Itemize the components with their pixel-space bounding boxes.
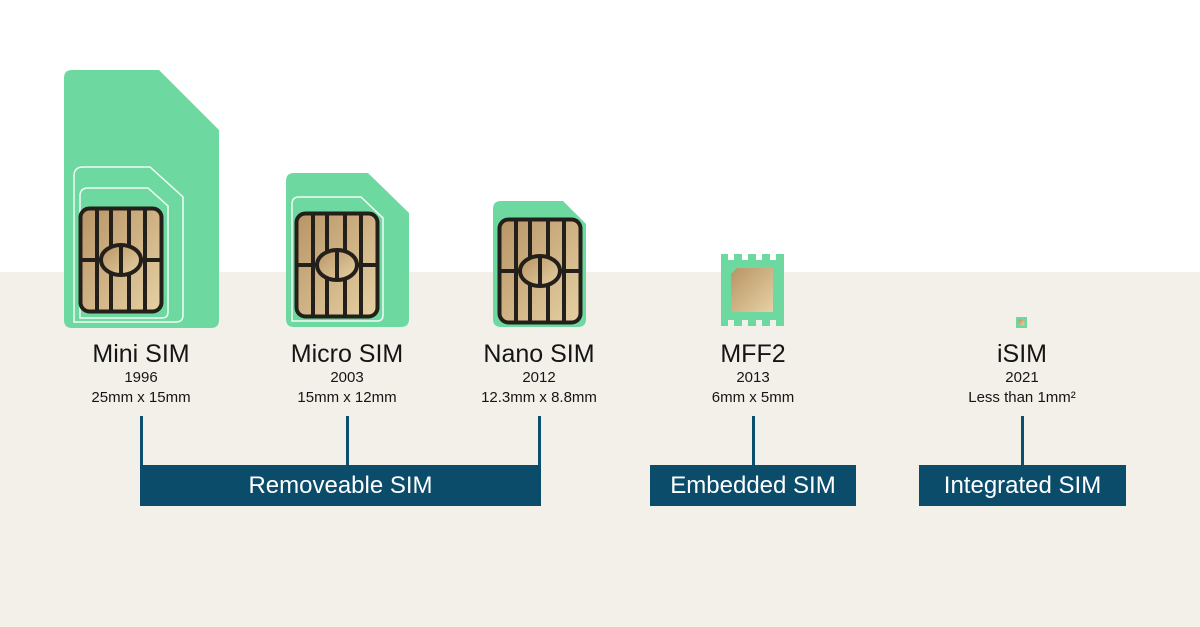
sim-year: 2013	[736, 369, 770, 386]
background-bottom	[0, 272, 1200, 627]
sim-label-isim: iSIM 2021 Less than 1mm²	[968, 340, 1076, 408]
sim-year: 2012	[522, 369, 556, 386]
mini-sim-card-icon	[64, 70, 220, 328]
sim-size: Less than 1mm²	[968, 389, 1076, 406]
sim-size: 15mm x 12mm	[297, 389, 397, 406]
category-bar-integrated: Integrated SIM	[919, 465, 1126, 506]
isim-chip-icon	[1016, 317, 1027, 328]
connector-line-mff2	[752, 416, 755, 466]
sim-name: Micro SIM	[290, 340, 404, 368]
category-label: Removeable SIM	[248, 471, 433, 499]
sim-name: Mini SIM	[92, 340, 190, 368]
sim-year: 1996	[124, 369, 158, 386]
mff2-chip-icon	[721, 254, 785, 326]
nano-sim-card-icon	[493, 201, 587, 327]
category-bar-removeable: Removeable SIM	[140, 465, 541, 506]
sim-name: MFF2	[720, 340, 786, 368]
sim-label-mini: Mini SIM 1996 25mm x 15mm	[91, 340, 190, 408]
connector-line-isim	[1021, 416, 1024, 466]
category-label: Embedded SIM	[670, 471, 836, 499]
sim-label-mff2: MFF2 2013 6mm x 5mm	[712, 340, 795, 408]
sim-year: 2021	[1005, 369, 1039, 386]
sim-label-nano: Nano SIM 2012 12.3mm x 8.8mm	[481, 340, 597, 408]
sim-size: 6mm x 5mm	[711, 389, 795, 406]
connector-line-nano	[538, 416, 541, 466]
sim-name: iSIM	[996, 340, 1047, 368]
sim-name: Nano SIM	[483, 340, 595, 368]
category-label: Integrated SIM	[943, 471, 1102, 499]
connector-line-mini	[140, 416, 143, 466]
sim-size: 12.3mm x 8.8mm	[481, 389, 597, 406]
category-bar-embedded: Embedded SIM	[650, 465, 856, 506]
connector-line-micro	[346, 416, 349, 466]
sim-year: 2003	[330, 369, 364, 386]
sim-label-micro: Micro SIM 2003 15mm x 12mm	[291, 340, 404, 408]
micro-sim-card-icon	[286, 173, 410, 327]
sim-size: 25mm x 15mm	[91, 389, 191, 406]
